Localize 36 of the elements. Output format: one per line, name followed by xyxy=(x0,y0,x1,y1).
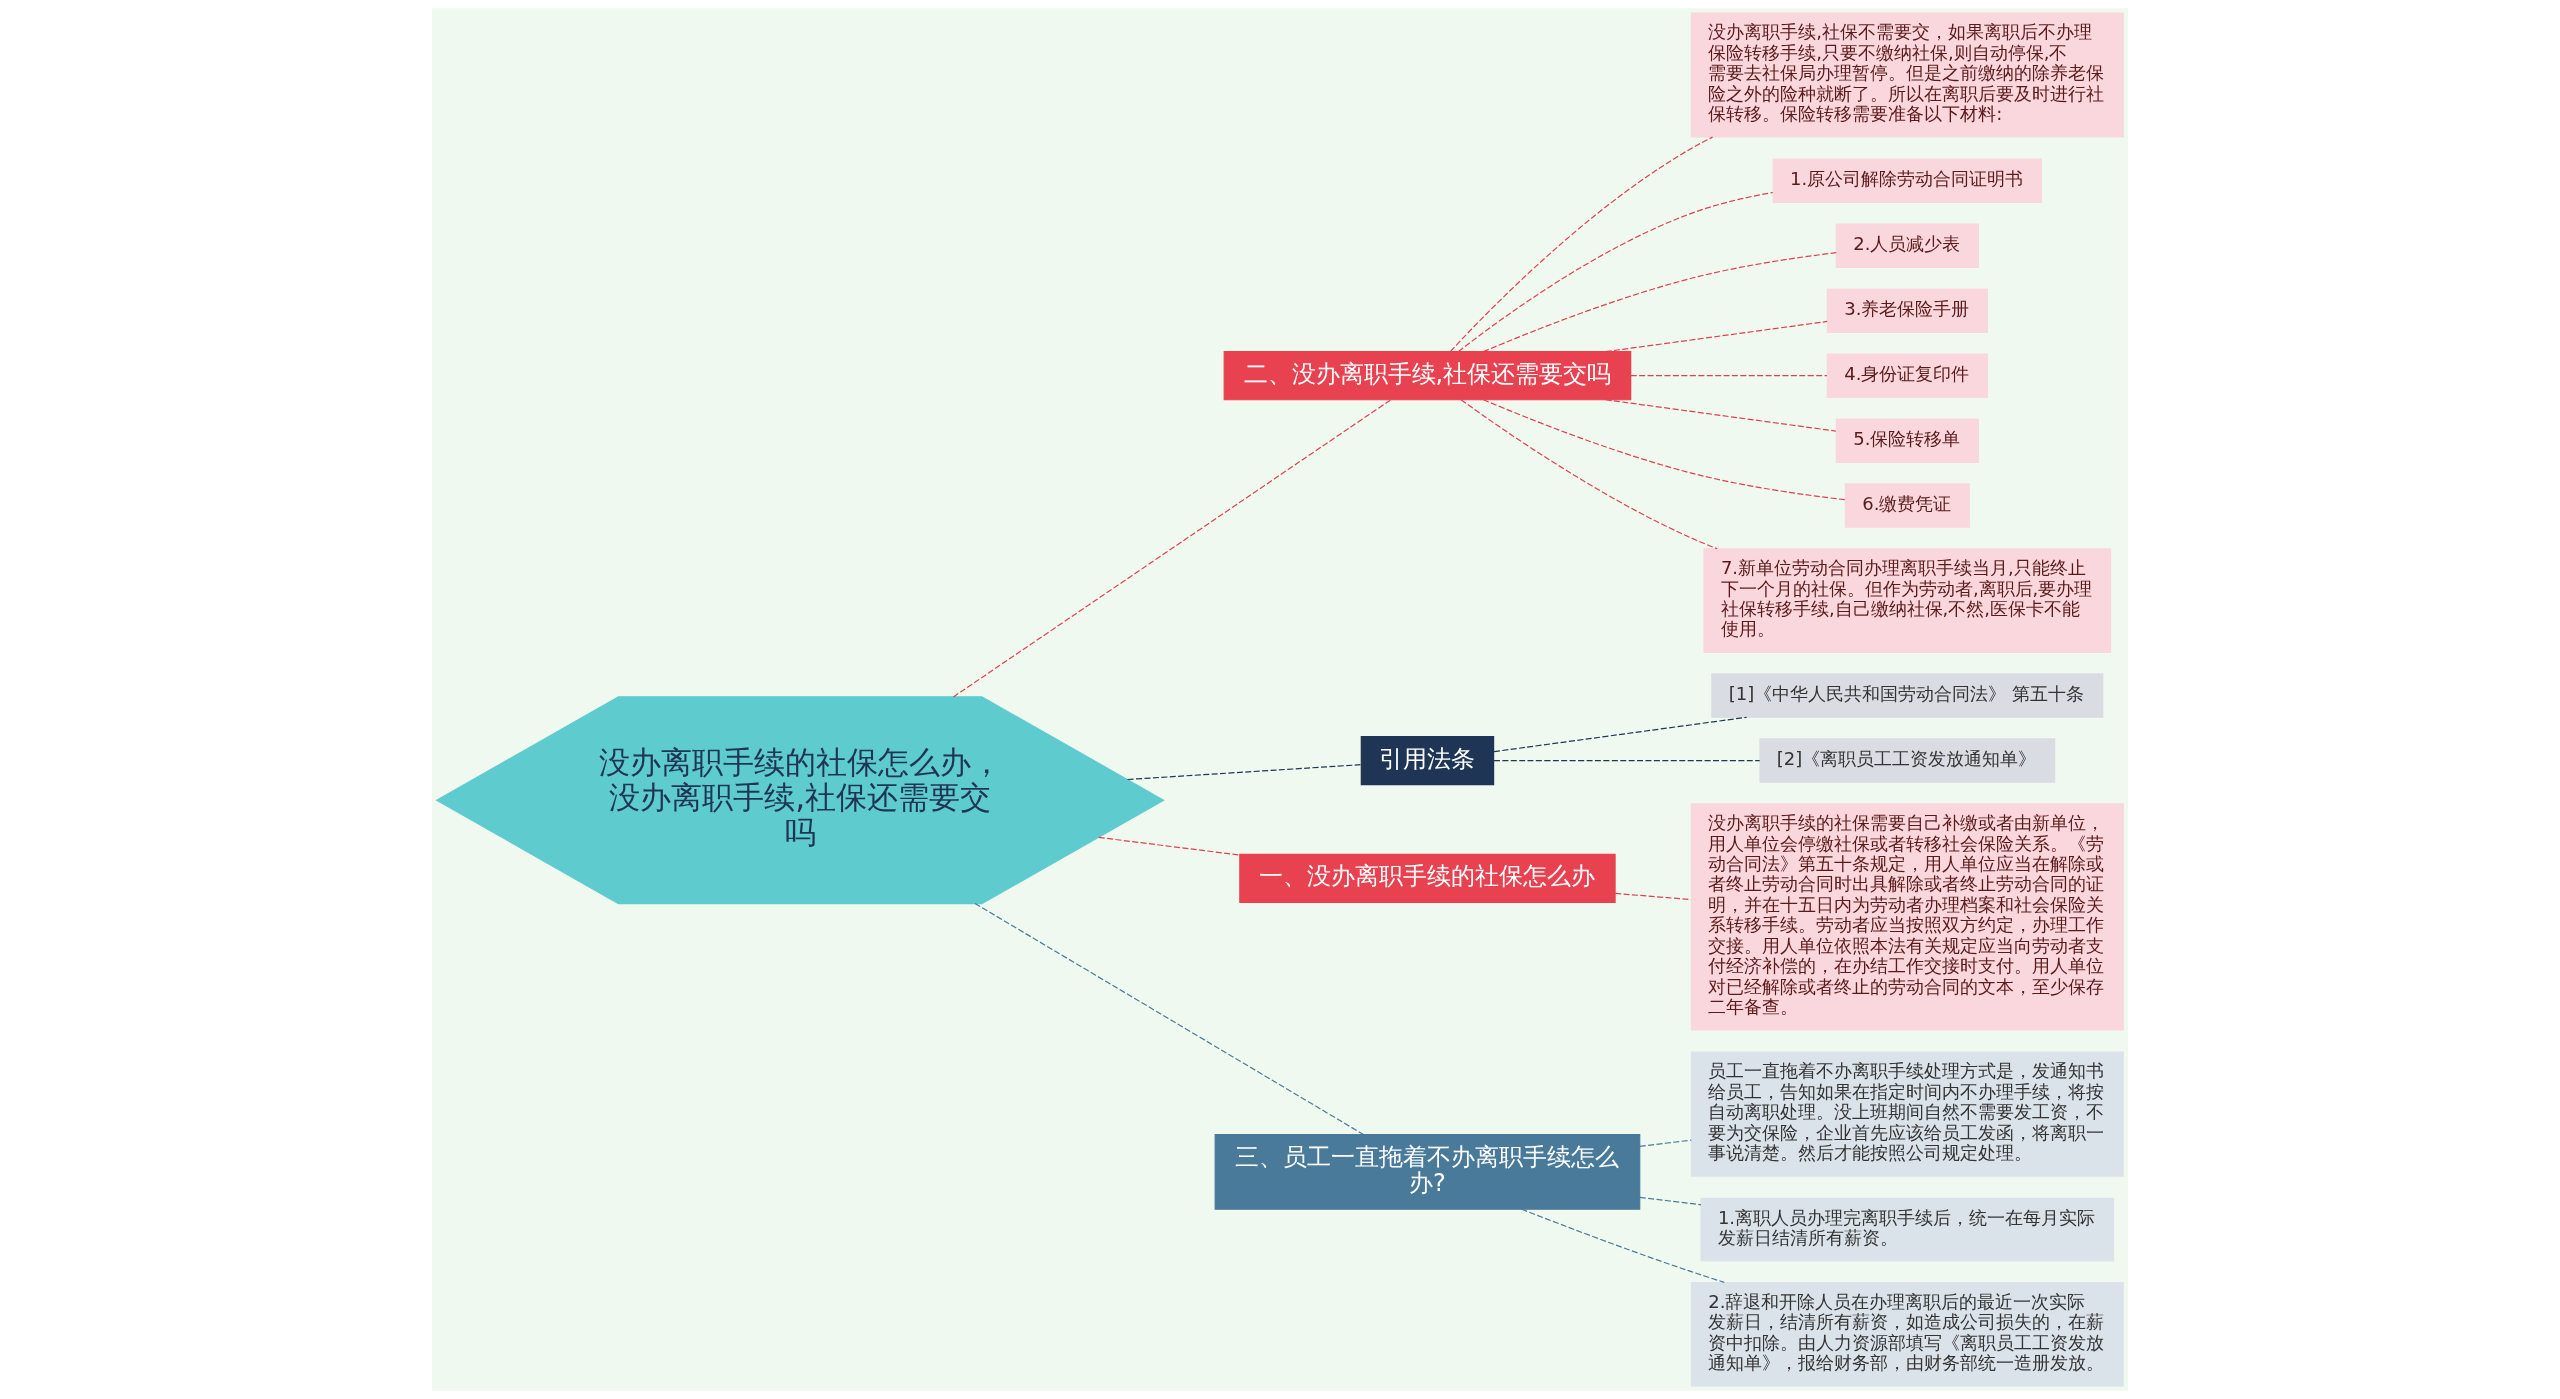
node-box: 6.缴费凭证 xyxy=(1844,483,1970,528)
node-box: [1]《中华人民共和国劳动合同法》 第五十条 xyxy=(1711,673,2104,718)
connector xyxy=(1493,716,1748,753)
node-box: 4.身份证复印件 xyxy=(1826,353,1988,398)
connector xyxy=(1126,764,1362,781)
connector xyxy=(1639,1196,1702,1206)
connector xyxy=(1482,399,1846,501)
node-box: 7.新单位劳动合同办理离职手续当月,只能终止下一个月的社保。但作为劳动者,离职后,要办理社保转移手续,自己缴纳社保,不然,医保卡不能使用。 xyxy=(1703,548,2112,653)
connector xyxy=(1460,399,1718,550)
connector xyxy=(1482,252,1837,353)
connector xyxy=(1457,191,1774,353)
connector xyxy=(1521,1208,1725,1283)
connector xyxy=(1614,892,1692,901)
node-box: 一、没办离职手续的社保怎么办 xyxy=(1239,853,1616,904)
node-box: 员工一直拖着不办离职手续处理方式是，发通知书给员工，告知如果在指定时间内不办理手续，将按自动离职处理。没上班期间自然不需要发工资，不要为交保险，企业首先应该给员工发函，将离职一事说清楚。然后才能按照公司规定处理。 xyxy=(1690,1051,2124,1177)
node-box: 三、员工一直拖着不办离职手续怎么办? xyxy=(1214,1133,1641,1210)
node-box: 2.人员减少表 xyxy=(1835,223,1979,269)
node-box: 没办离职手续,社保不需要交，如果离职后不办理保险转移手续,只要不缴纳社保,则自动停保,不需要去社保局办理暂停。但是之前缴纳的除养老保险之外的险种就断了。所以在离职后要及时进行社保转移。保险转移需要准备以下材料: xyxy=(1690,12,2124,138)
connector xyxy=(1605,399,1837,432)
node-box: 2.辞退和开除人员在办理离职后的最近一次实际发薪日，结清所有薪资，如造成公司损失的，在薪资中扣除。由人力资源部填写《离职员工工资发放通知单》，报给财务部，由财务部统一造册发放。 xyxy=(1690,1281,2124,1387)
node-box: 没办离职手续的社保需要自己补缴或者由新单位，用人单位会停缴社保或者转移社会保险关系。《劳动合同法》第五十条规定，用人单位应当在解除或者终止劳动合同时出具解除或者终止劳动合同的证明，并在十五日内为劳动者办理档案和社会保险关系转移手续。劳动者应当按照双方约定，办理工作交接。用人单位依照本法有关规定应当向劳动者支付经济补偿的，在办结工作交接时支付。用人单位对已经解除或者终止的劳动合同的文本，至少保存二年备查。 xyxy=(1690,803,2124,1031)
node-box: 1.原公司解除劳动合同证明书 xyxy=(1772,158,2042,204)
connector xyxy=(1098,836,1241,856)
connector xyxy=(1639,1139,1692,1147)
connector xyxy=(1630,375,1828,377)
connector xyxy=(1449,136,1714,352)
connector xyxy=(952,399,1392,698)
node-box: 3.养老保险手册 xyxy=(1826,288,1988,333)
node-box: 1.离职人员办理完离职手续后，统一在每月实际发薪日结清所有薪资。 xyxy=(1700,1197,2115,1262)
connector xyxy=(1605,320,1828,353)
connector xyxy=(1493,759,1761,762)
node-box: 二、没办离职手续,社保还需要交吗 xyxy=(1223,351,1632,401)
node-box: [2]《离职员工工资发放通知单》 xyxy=(1759,738,2056,783)
node-box: 5.保险转移单 xyxy=(1835,418,1979,463)
node-box: 引用法条 xyxy=(1360,735,1495,786)
connector xyxy=(974,902,1364,1136)
